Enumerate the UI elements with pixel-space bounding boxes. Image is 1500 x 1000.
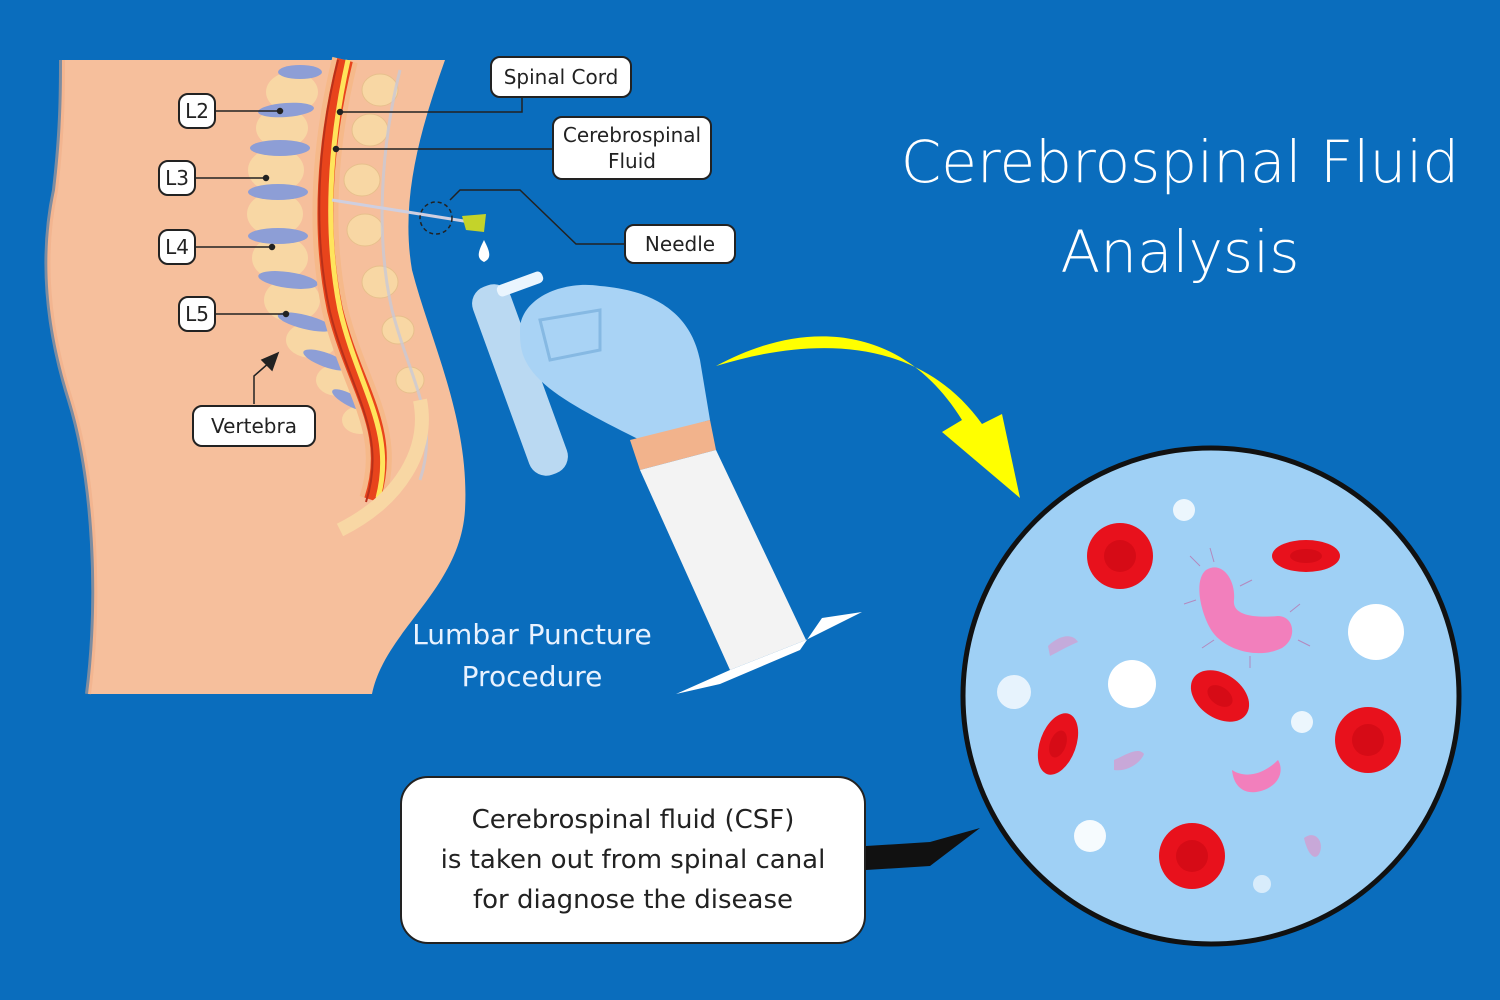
info-callout: Cerebrospinal fluid (CSF) is taken out f… bbox=[400, 776, 866, 944]
white-blood-cells bbox=[997, 499, 1404, 893]
label-needle: Needle bbox=[624, 224, 736, 264]
label-csf: Cerebrospinal Fluid bbox=[552, 116, 712, 180]
label-l2: L2 bbox=[178, 93, 216, 129]
callout-tail bbox=[866, 828, 980, 870]
label-l5: L5 bbox=[178, 296, 216, 332]
hand-with-test-tube bbox=[472, 271, 862, 694]
label-leaders bbox=[196, 98, 624, 404]
procedure-caption: Lumbar Puncture Procedure bbox=[412, 618, 652, 693]
needle-shape bbox=[331, 198, 490, 262]
spinal-cord-shape bbox=[317, 58, 387, 503]
red-blood-cells bbox=[1037, 523, 1401, 889]
label-l4: L4 bbox=[158, 229, 196, 265]
label-spinal-cord: Spinal Cord bbox=[490, 56, 632, 98]
label-l3: L3 bbox=[158, 160, 196, 196]
curved-arrow bbox=[716, 336, 1020, 498]
page-title: Cerebrospinal Fluid Analysis bbox=[900, 128, 1460, 286]
csf-drop bbox=[478, 240, 490, 262]
bacteria bbox=[1048, 567, 1321, 857]
label-vertebra: Vertebra bbox=[192, 405, 316, 447]
microscope-view bbox=[960, 445, 1462, 947]
